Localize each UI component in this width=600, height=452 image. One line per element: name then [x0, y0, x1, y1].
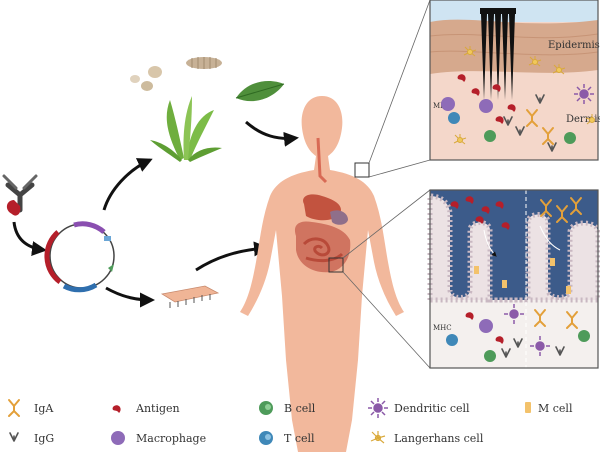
legend-langerhans-cell: Langerhans cell	[370, 431, 484, 445]
legend-m-cell-label: M cell	[538, 402, 573, 415]
legend-langerhans-cell-label: Langerhans cell	[394, 432, 484, 445]
legend-macrophage: Macrophage	[111, 431, 206, 445]
gut-zoom-lines	[342, 189, 431, 369]
legend-igg: IgG	[9, 432, 54, 445]
m-cell-icon	[525, 402, 531, 413]
gut-t-cell	[446, 334, 458, 346]
skin-zoom-lines	[368, 0, 431, 178]
gut-dendritic-cell	[504, 304, 550, 356]
antigen-icon	[112, 405, 121, 413]
skin-inset-marker	[354, 162, 370, 178]
langerhans-cells	[453, 46, 595, 145]
epidermis-label: Epidermis	[548, 40, 600, 51]
legend-macrophage-label: Macrophage	[136, 432, 206, 445]
gut-mhc-label: MHC	[433, 324, 452, 332]
legend-igg-label: IgG	[34, 432, 54, 445]
skin-macrophage	[441, 97, 455, 111]
legend-t-cell-label: T cell	[284, 432, 315, 445]
legend-antigen-label: Antigen	[135, 402, 180, 415]
microneedle-patch-icon	[160, 285, 220, 308]
skin-macrophage-2	[479, 99, 493, 113]
skin-dendritic-cell	[574, 84, 594, 104]
dermis-label: Dermis	[566, 114, 600, 125]
intestinal-villi	[427, 193, 600, 303]
legend-dendritic-cell: Dendritic cell	[368, 398, 470, 418]
gut-macrophage	[479, 319, 493, 333]
arrow-plasmid-to-patch	[105, 286, 155, 308]
legend-antigen: Antigen	[112, 402, 180, 415]
skin-panel: Epidermis Dermis MHC	[429, 0, 600, 161]
legend-iga-label: IgA	[34, 402, 54, 415]
legend-b-cell: B cell	[259, 401, 316, 415]
leaf-icon	[235, 80, 285, 102]
legend-b-cell-label: B cell	[284, 402, 316, 415]
skin-b-cell-2	[564, 132, 576, 144]
legend-m-cell: M cell	[525, 402, 573, 415]
gut-b-cell	[484, 350, 496, 362]
skin-b-cell	[484, 130, 496, 142]
gut-b-cell-2	[578, 330, 590, 342]
igg-icon	[9, 432, 19, 442]
skin-t-cell	[448, 112, 460, 124]
plant-icon	[150, 96, 222, 162]
legend-dendritic-cell-label: Dendritic cell	[394, 402, 470, 415]
arrow-antibody-to-plasmid	[12, 221, 47, 256]
legend-iga: IgA	[8, 399, 54, 417]
dendritic-cell-icon	[368, 398, 388, 418]
antibody-icon	[2, 174, 38, 216]
microneedles	[480, 8, 516, 100]
macrophage-icon	[111, 431, 125, 445]
legend: IgA IgG Antigen Macrophage B cell T cell	[8, 398, 573, 445]
human-body	[240, 96, 404, 452]
langerhans-cell-icon	[370, 431, 386, 444]
larva-icon	[186, 57, 222, 69]
iga-icon	[8, 399, 20, 417]
seeds-icon	[130, 66, 162, 91]
arrow-leaf-to-body	[245, 120, 299, 147]
arrow-plasmid-to-plant	[102, 158, 153, 211]
legend-t-cell: T cell	[259, 431, 315, 445]
gut-inset-marker	[328, 257, 344, 273]
gut-panel: MHC	[427, 189, 600, 369]
plasmid-icon	[44, 221, 115, 293]
